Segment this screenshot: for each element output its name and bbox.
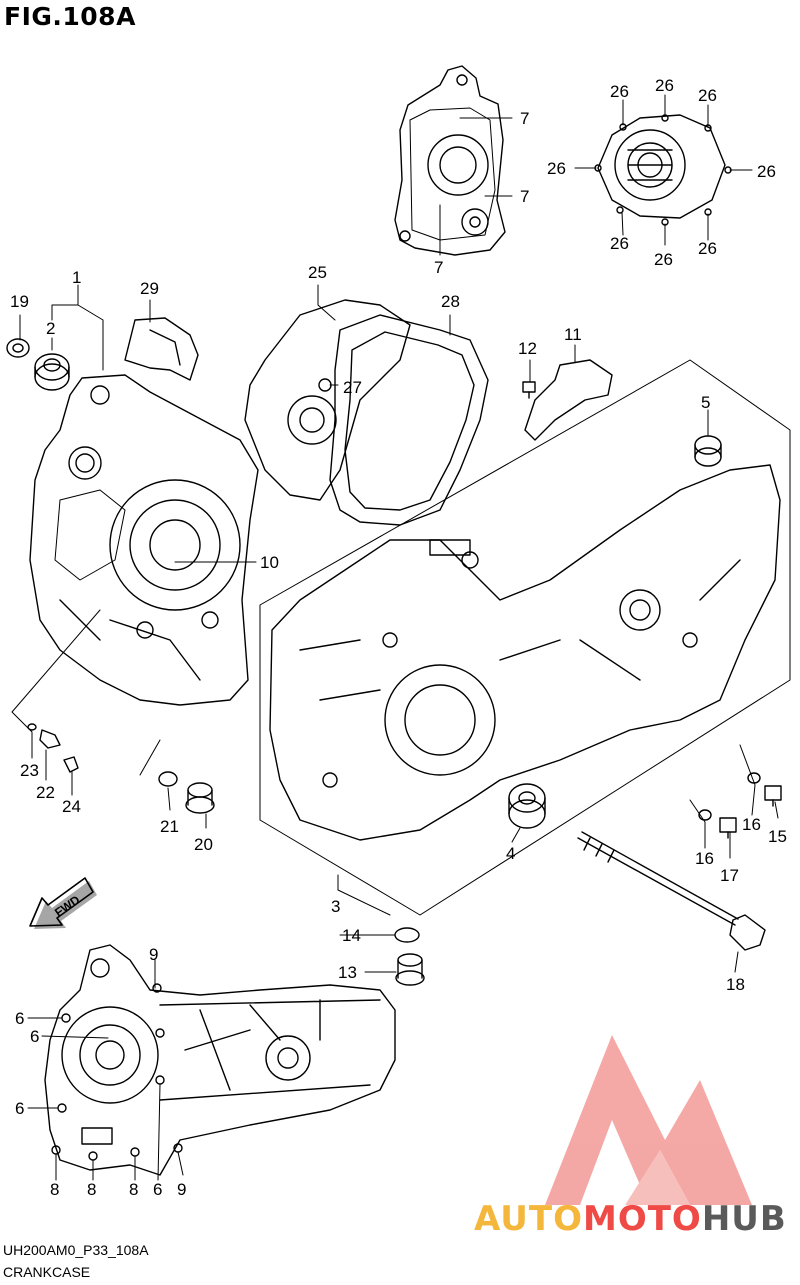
callout-4: 4: [506, 844, 515, 863]
part-24-bolt: [63, 756, 79, 773]
callout-12: 12: [518, 339, 537, 358]
callout-6b: 6: [30, 1027, 39, 1046]
callout-8a: 8: [50, 1180, 59, 1199]
part-4-bearing: [508, 783, 546, 829]
callout-26g: 26: [654, 250, 673, 269]
callout-26h: 26: [698, 239, 717, 258]
callout-23: 23: [20, 761, 39, 780]
part-14-oring: [394, 927, 420, 943]
callout-26c: 26: [698, 86, 717, 105]
callout-26b: 26: [655, 76, 674, 95]
part-11-plate: [524, 359, 613, 441]
callout-labels: 1 2 3 4 5 6 6 6 6 6 7 7 7 8 8 8 9 9 10 1…: [10, 76, 787, 1199]
part-15-bolt: [764, 785, 782, 807]
callout-6c: 6: [15, 1099, 24, 1118]
part-20-plug: [185, 782, 215, 814]
callout-28: 28: [441, 292, 460, 311]
forward-arrow-icon: [29, 877, 97, 929]
part-16-washer-lower: [698, 809, 712, 821]
callout-26e: 26: [757, 162, 776, 181]
watermark-part-3: HUB: [701, 1199, 787, 1239]
part-23-oring: [27, 723, 37, 731]
callout-5: 5: [701, 393, 710, 412]
callout-6d: 6: [153, 1180, 162, 1199]
callout-25: 25: [308, 263, 327, 282]
leader-lines: [11, 94, 779, 1181]
watermark-part-2: MOTO: [582, 1199, 702, 1239]
part-25-cover: [244, 299, 411, 501]
part-6-transmission-cover: [44, 944, 396, 1176]
callout-7a: 7: [520, 109, 529, 128]
part-21-gasket: [158, 771, 178, 787]
callout-3: 3: [331, 897, 340, 916]
callout-7b: 7: [520, 187, 529, 206]
callout-9a: 9: [149, 945, 158, 964]
callout-15: 15: [768, 827, 787, 846]
part-26-cover: [594, 114, 732, 226]
callout-21: 21: [160, 817, 179, 836]
part-13-drain-plug: [395, 953, 425, 986]
callout-26d: 26: [547, 159, 566, 178]
callout-14: 14: [342, 926, 361, 945]
callout-20: 20: [194, 835, 213, 854]
callout-29: 29: [140, 279, 159, 298]
part-29-guide: [124, 317, 199, 381]
callout-17: 17: [720, 866, 739, 885]
callout-7c: 7: [434, 258, 443, 277]
callout-27: 27: [343, 378, 362, 397]
callout-6a: 6: [15, 1009, 24, 1028]
callout-22: 22: [36, 783, 55, 802]
watermark-logo-mark: [545, 1035, 752, 1205]
callout-13: 13: [338, 963, 357, 982]
callout-8b: 8: [87, 1180, 96, 1199]
figure-title: FIG.108A: [4, 2, 136, 31]
part-5-bearing: [694, 435, 722, 467]
watermark-text: AUTOMOTOHUB: [474, 1199, 787, 1239]
caption: CRANKCASE: [3, 1264, 91, 1280]
callout-24: 24: [62, 797, 81, 816]
model-code: UH200AM0_P33_108A: [3, 1242, 149, 1258]
part-1-left-crankcase: [29, 374, 259, 706]
callout-1: 1: [72, 268, 81, 287]
callout-11: 11: [564, 325, 582, 344]
watermark-part-1: AUTO: [474, 1199, 583, 1239]
callout-19: 19: [10, 292, 29, 311]
part-7-cover: [394, 65, 506, 256]
callout-8c: 8: [129, 1180, 138, 1199]
part-22-sensor: [39, 729, 61, 749]
callout-9b: 9: [177, 1180, 186, 1199]
callout-10: 10: [260, 553, 279, 572]
part-18-long-bolt: [577, 831, 766, 951]
part-3-right-crankcase: [259, 359, 791, 916]
callout-16b: 16: [695, 849, 714, 868]
part-19-seal: [6, 338, 30, 358]
callout-18: 18: [726, 975, 745, 994]
part-17-bolt: [719, 817, 737, 839]
callout-26a: 26: [610, 82, 629, 101]
callout-16a: 16: [742, 815, 761, 834]
callout-26f: 26: [610, 234, 629, 253]
part-12-bolt: [522, 381, 536, 399]
part-2-bearing: [34, 353, 70, 391]
callout-2: 2: [46, 319, 55, 338]
